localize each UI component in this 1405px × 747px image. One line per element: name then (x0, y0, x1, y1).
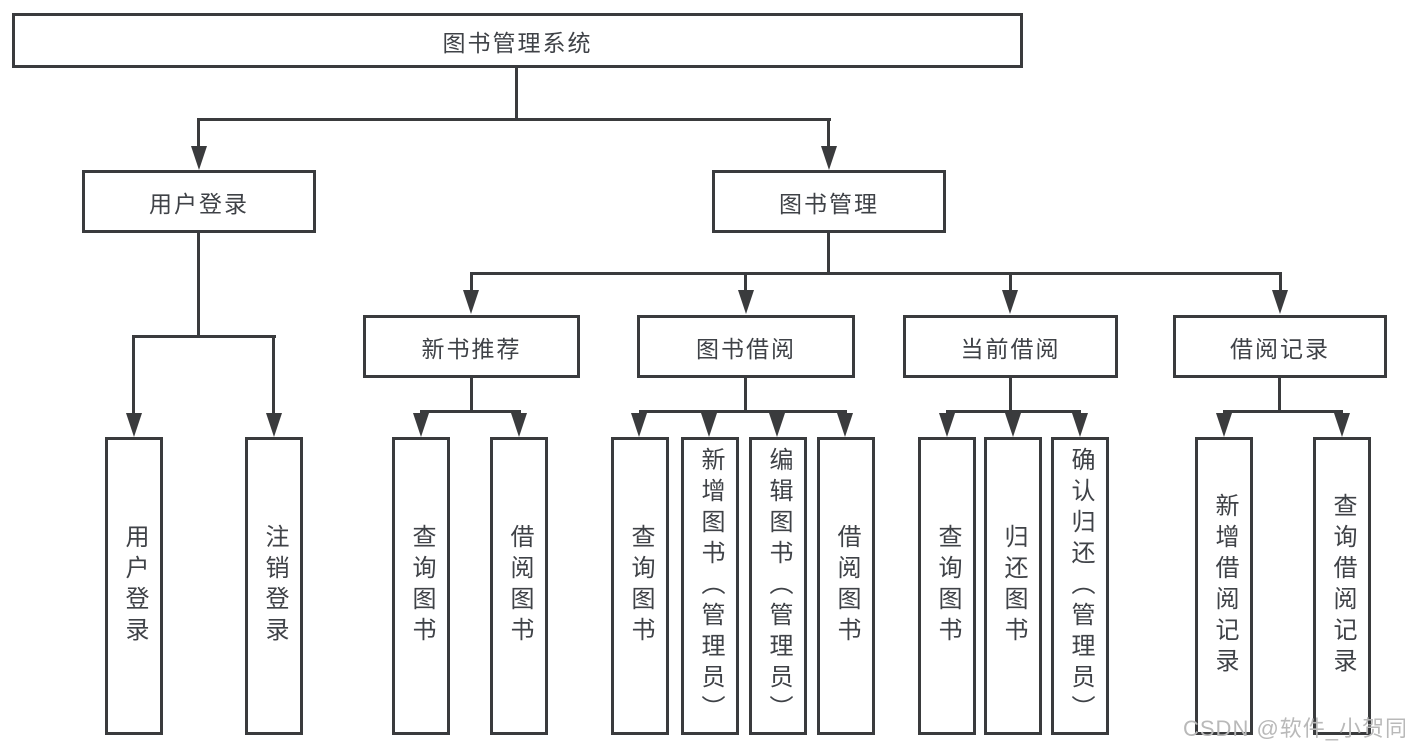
node-library-system: 图书管理系统 (12, 13, 1023, 68)
node-borrow-records-label: 借阅记录 (1230, 335, 1330, 362)
node-user-login: 用户登录 (82, 170, 316, 233)
leaf-query-record-label: 查询借阅记录 (1329, 493, 1356, 679)
connector-root-bar (198, 118, 831, 121)
connector-book-borrow-bar (639, 410, 847, 413)
node-current-borrow-label: 当前借阅 (960, 335, 1061, 362)
leaf-borrow-book-1-label: 借阅图书 (506, 524, 533, 648)
leaf-user-login-label: 用户登录 (121, 524, 148, 648)
leaf-edit-book: 编辑图书（管理员） (749, 437, 807, 735)
arrowhead-to-leaf-logout (266, 413, 282, 437)
leaf-query-book-2-label: 查询图书 (627, 524, 654, 648)
arrowhead-to-return-book (1005, 413, 1021, 437)
leaf-query-book-2: 查询图书 (611, 437, 669, 735)
arrowhead-to-add-record (1216, 413, 1232, 437)
leaf-query-book-1-label: 查询图书 (408, 524, 435, 648)
leaf-add-record-label: 新增借阅记录 (1211, 493, 1238, 679)
leaf-query-book-3-label: 查询图书 (934, 524, 961, 648)
leaf-add-book-label: 新增图书（管理员） (697, 446, 724, 726)
node-book-management-label: 图书管理 (779, 190, 879, 217)
node-book-borrow-label: 图书借阅 (696, 335, 796, 362)
node-borrow-records: 借阅记录 (1173, 315, 1387, 378)
leaf-confirm-return: 确认归还（管理员） (1051, 437, 1109, 735)
leaf-return-book: 归还图书 (984, 437, 1042, 735)
node-library-system-label: 图书管理系统 (442, 29, 593, 56)
connector-drop-leaf-user-login (132, 335, 135, 415)
arrowhead-to-query-book-2 (631, 413, 647, 437)
arrowhead-to-current-borrow (1002, 290, 1018, 314)
connector-new-book-bar (420, 410, 521, 413)
connector-user-login-stem (197, 233, 200, 337)
arrowhead-to-leaf-user-login (126, 413, 142, 437)
connector-book-management-stem (827, 233, 830, 274)
node-user-login-label: 用户登录 (149, 190, 249, 217)
leaf-add-book: 新增图书（管理员） (681, 437, 739, 735)
arrowhead-to-borrow-book-2 (837, 413, 853, 437)
connector-root-stem (515, 68, 518, 120)
connector-drop-user-login (197, 118, 200, 148)
leaf-user-login: 用户登录 (105, 437, 163, 735)
leaf-borrow-book-2-label: 借阅图书 (833, 524, 860, 648)
leaf-borrow-book-1: 借阅图书 (490, 437, 548, 735)
connector-drop-book-borrow (744, 272, 747, 292)
arrowhead-to-confirm-return (1072, 413, 1088, 437)
leaf-query-record: 查询借阅记录 (1313, 437, 1371, 735)
leaf-logout: 注销登录 (245, 437, 303, 735)
node-new-book-recommend-label: 新书推荐 (421, 335, 522, 362)
leaf-edit-book-label: 编辑图书（管理员） (765, 446, 792, 726)
arrowhead-to-book-borrow (738, 290, 754, 314)
arrowhead-to-new-book (463, 290, 479, 314)
node-new-book-recommend: 新书推荐 (363, 315, 580, 378)
connector-borrow-records-stem (1278, 378, 1281, 412)
connector-current-borrow-stem (1009, 378, 1012, 412)
arrowhead-to-query-record (1334, 413, 1350, 437)
arrowhead-to-add-book (701, 413, 717, 437)
arrowhead-to-borrow-book-1 (511, 413, 527, 437)
leaf-confirm-return-label: 确认归还（管理员） (1067, 446, 1094, 726)
leaf-logout-label: 注销登录 (261, 524, 288, 648)
arrowhead-to-user-login (191, 146, 207, 170)
connector-new-book-stem (470, 378, 473, 412)
connector-book-management-bar (470, 272, 1282, 275)
connector-drop-book-management (827, 118, 830, 148)
arrowhead-to-borrow-records (1272, 290, 1288, 314)
connector-current-borrow-bar (946, 410, 1081, 413)
arrowhead-to-query-book-1 (413, 413, 429, 437)
node-book-borrow: 图书借阅 (637, 315, 855, 378)
watermark: CSDN @软件_小贺同学 (1183, 716, 1405, 741)
leaf-borrow-book-2: 借阅图书 (817, 437, 875, 735)
connector-drop-current-borrow (1009, 272, 1012, 292)
connector-book-borrow-stem (744, 378, 747, 412)
leaf-query-book-3: 查询图书 (918, 437, 976, 735)
leaf-query-book-1: 查询图书 (392, 437, 450, 735)
arrowhead-to-edit-book (769, 413, 785, 437)
connector-user-login-bar (133, 335, 276, 338)
leaf-return-book-label: 归还图书 (1000, 524, 1027, 648)
arrowhead-to-query-book-3 (939, 413, 955, 437)
connector-drop-borrow-records (1279, 272, 1282, 292)
arrowhead-to-book-management (821, 146, 837, 170)
connector-drop-leaf-logout (272, 335, 275, 415)
connector-borrow-records-bar (1223, 410, 1343, 413)
connector-drop-new-book (470, 272, 473, 292)
node-book-management: 图书管理 (712, 170, 946, 233)
node-current-borrow: 当前借阅 (903, 315, 1118, 378)
leaf-add-record: 新增借阅记录 (1195, 437, 1253, 735)
